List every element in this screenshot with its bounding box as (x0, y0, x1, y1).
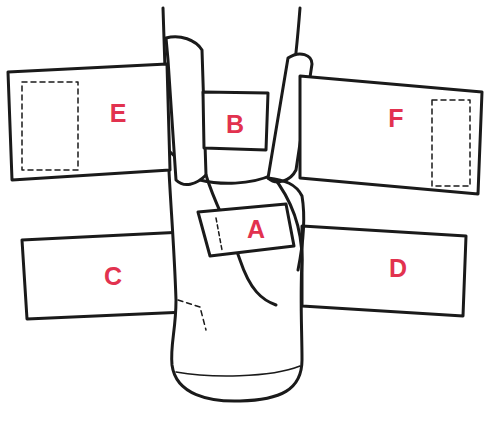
hook-pad-f (432, 100, 470, 186)
strap-c (22, 232, 186, 319)
strap-letter: D (389, 256, 407, 281)
strap-e (8, 64, 170, 180)
strap-d (302, 226, 466, 316)
strap-c-hidden (178, 300, 206, 330)
strap-letter: C (104, 264, 122, 289)
strap-letter: F (388, 106, 403, 131)
strap-letter: B (226, 112, 244, 137)
strap-f (300, 76, 482, 194)
strap-a (198, 204, 294, 256)
strap-letter: A (247, 217, 265, 242)
strap-b (203, 92, 268, 150)
foot (168, 150, 302, 401)
hook-pad-e (22, 82, 78, 170)
hook-pad-a (216, 218, 222, 250)
toe-line (176, 366, 300, 376)
flap-left (166, 37, 206, 185)
strap-letter: E (110, 101, 127, 126)
